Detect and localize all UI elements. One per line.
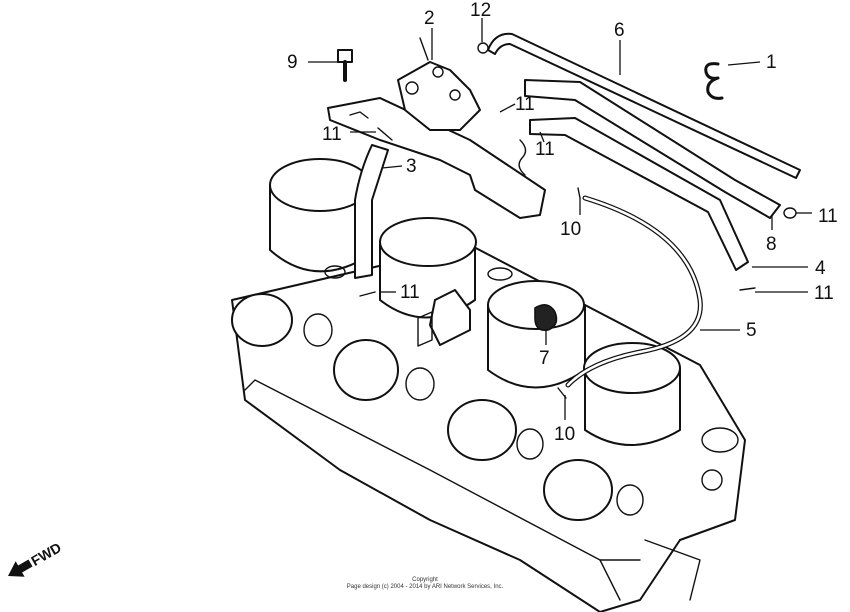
copyright-line-1: Copyright — [412, 577, 438, 583]
callout-11e: 11 — [515, 94, 535, 115]
callout-1: 1 — [766, 52, 777, 73]
clip-1 — [704, 62, 724, 100]
callout-3: 3 — [406, 156, 417, 177]
callout-10b: 10 — [554, 424, 575, 445]
callout-11d: 11 — [818, 206, 838, 227]
callout-2: 2 — [424, 8, 435, 29]
fwd-arrow-icon — [8, 559, 33, 577]
fwd-label: FWD — [28, 539, 64, 569]
tube-upper — [524, 79, 781, 219]
callout-11b: 11 — [400, 282, 420, 303]
copyright-line-2: Page design (c) 2004 - 2014 by ARI Netwo… — [346, 584, 504, 590]
callout-9: 9 — [287, 52, 298, 73]
callout-7: 7 — [539, 348, 550, 369]
callout-5: 5 — [746, 320, 757, 341]
clip-12 — [477, 42, 489, 54]
leader-lines — [308, 18, 812, 420]
callout-4: 4 — [815, 258, 826, 279]
intake-tubes — [231, 293, 739, 521]
bracket-assembly — [327, 37, 546, 219]
callout-8: 8 — [766, 234, 777, 255]
hose-3 — [354, 144, 389, 279]
callout-10a: 10 — [560, 219, 581, 240]
spring-clip-7 — [534, 304, 558, 332]
callout-11f: 11 — [535, 139, 555, 160]
bolt-9 — [337, 49, 353, 82]
callout-6: 6 — [614, 20, 625, 41]
callout-12: 12 — [470, 0, 491, 21]
callout-labels: 1 2 3 4 5 6 7 8 9 10 10 11 11 11 11 11 1… — [287, 0, 838, 445]
callout-11a: 11 — [322, 124, 342, 145]
callout-11c: 11 — [814, 283, 834, 304]
hoses — [337, 32, 801, 399]
tube-lower — [529, 117, 749, 271]
carburetor-cylinders — [269, 158, 681, 446]
hose-6 — [487, 32, 801, 179]
